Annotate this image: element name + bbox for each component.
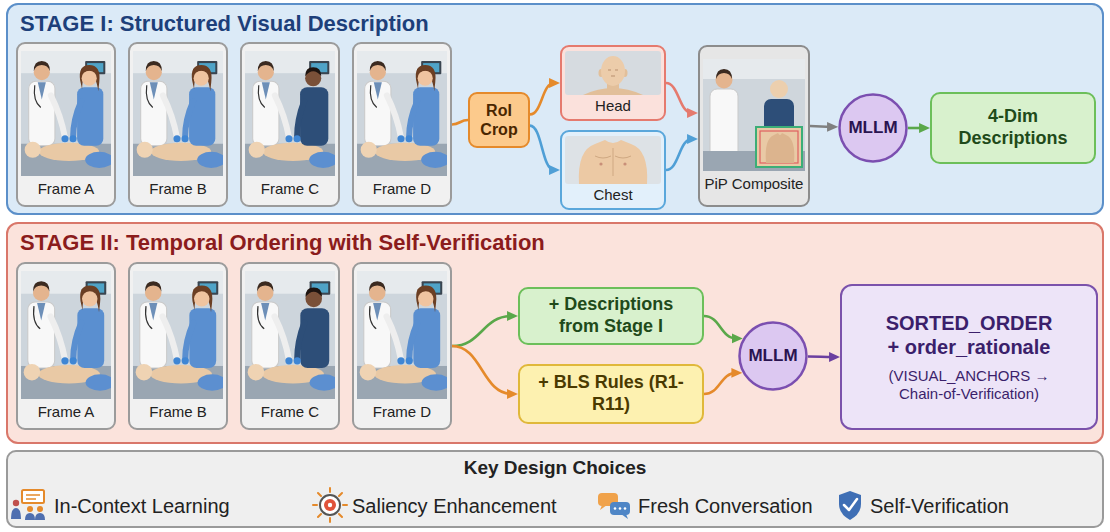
frame-photo [21,271,111,399]
crop-box: Head [560,45,666,121]
picture-part [182,65,216,146]
picture-part [182,285,217,368]
picture-part [245,51,335,176]
process-box: RoI Crop [468,92,530,148]
model-label: MLLM [848,118,897,138]
frame-photo [357,271,447,399]
picture-part [70,285,105,368]
frame-photo [133,51,223,176]
flow-arrow [530,126,554,170]
model-circle: MLLM [738,321,808,391]
flow-arrow [452,120,468,125]
design-choice-label: In-Context Learning [54,494,230,518]
panel-ground [6,3,1104,215]
panel-title: STAGE II: Temporal Ordering with Self-Ve… [20,230,1090,256]
picture-part [133,271,223,399]
design-choice-label: Fresh Conversation [638,494,813,518]
frame-box: Frame A [16,42,116,207]
composite-label: PiP Composite [705,175,804,193]
crop-label: Chest [593,186,632,204]
frame-box: Frame A [16,262,116,430]
composite-box: PiP Composite [698,45,810,207]
picture-part [565,51,661,95]
frame-label: Frame B [149,180,207,198]
flow-arrow [666,139,692,170]
frame-photo [133,271,223,399]
output-detail: (VISUAL_ANCHORS → Chain-of-Verification) [874,367,1064,403]
box-label: + Descriptions from Stage I [536,294,686,337]
frame-label: Frame C [261,180,319,198]
crop-box: Chest [560,130,666,210]
design-choice-label: Self-Verification [870,494,1009,518]
panel-title: Key Design Choices [20,457,1090,480]
crop-label: Head [595,97,631,115]
model-circle: MLLM [838,93,908,163]
head-crop-image [565,51,661,95]
model-label: MLLM [748,346,797,366]
picture-part [133,51,223,176]
conversation-icon [598,493,630,519]
output-title: SORTED_ORDER + order_rationale [883,311,1055,359]
design-choice-label: Saliency Enhancement [352,494,557,518]
picture-part [70,65,104,146]
box-label: + BLS Rules (R1-R11) [536,372,686,415]
circle-shape [840,95,907,162]
shield-icon [839,491,861,520]
flow-arrow [530,83,554,114]
frame-label: Frame D [373,180,431,198]
learning-icon [11,490,45,520]
picture-part [21,51,111,176]
panel-ground [6,222,1104,444]
frame-box: Frame D [352,42,452,207]
picture-part [294,67,329,146]
frame-box: Frame C [240,42,340,207]
picture-part [406,285,441,368]
frame-label: Frame C [261,403,319,421]
picture-part [245,271,335,399]
flow-arrow [810,125,832,128]
output-box: 4-Dim Descriptions [930,92,1096,164]
picture-part [294,288,330,369]
input-box: + Descriptions from Stage I [518,287,704,345]
frame-box: Frame C [240,262,340,430]
stage-panel: STAGE II: Temporal Ordering with Self-Ve… [6,222,1104,444]
frame-box: Frame D [352,262,452,430]
picture-part [357,271,447,399]
output-box: SORTED_ORDER + order_rationale (VISUAL_AN… [840,284,1098,430]
frame-label: Frame A [38,403,95,421]
flow-arrow [666,83,692,113]
box-label: RoI Crop [474,101,524,139]
chest-crop-image [565,136,661,184]
frame-box: Frame B [128,42,228,207]
flow-arrow [808,355,834,358]
panel-title: STAGE I: Structured Visual Description [20,11,1090,37]
picture-part [406,65,440,146]
frame-box: Frame B [128,262,228,430]
flow-arrow [452,346,512,394]
frame-label: Frame D [373,403,431,421]
picture-part [21,271,111,399]
picture-part [565,136,661,184]
flow-arrow [704,316,737,338]
saliency-icon [313,488,347,522]
panel-ground [6,450,1104,528]
circle-shape [740,323,807,390]
frame-label: Frame B [149,403,207,421]
frame-photo [245,51,335,176]
rules-box: + BLS Rules (R1-R11) [518,364,704,424]
frame-photo [245,271,335,399]
box-label: 4-Dim Descriptions [953,106,1073,149]
stage-panel: STAGE I: Structured Visual DescriptionFr… [6,3,1104,215]
flow-arrow [704,373,736,394]
frame-photo [357,51,447,176]
picture-part [703,59,805,171]
composite-image [703,59,805,171]
picture-part [357,51,447,176]
frame-photo [21,51,111,176]
flow-arrow [452,316,512,346]
frame-label: Frame A [38,180,95,198]
flow-arrow [908,127,924,130]
